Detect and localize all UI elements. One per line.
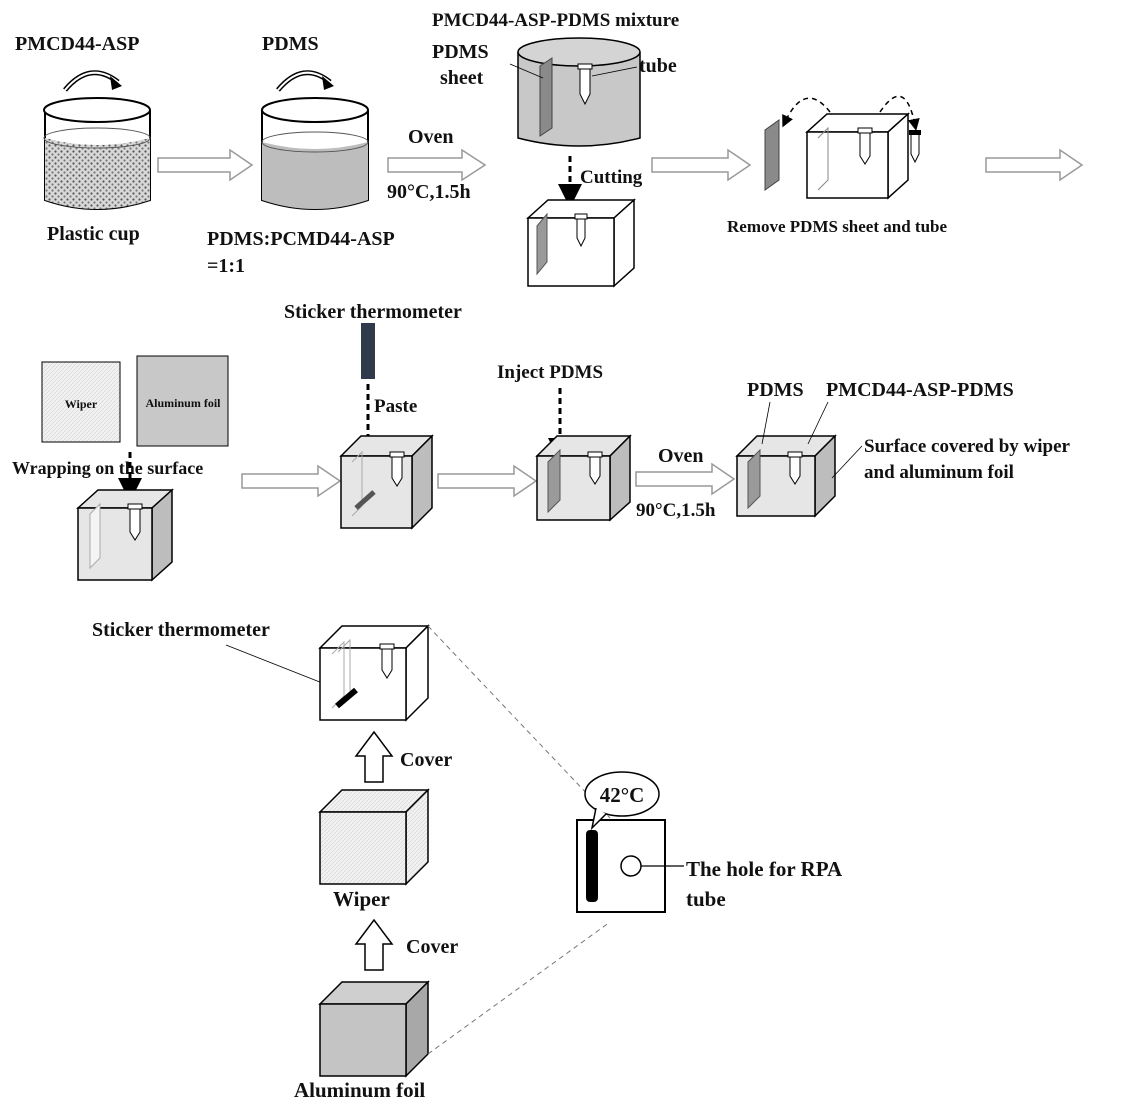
removed-tube (909, 130, 921, 164)
final-pdms-label: PDMS (747, 379, 804, 401)
wiper-cube (318, 788, 430, 886)
removed-sheet (764, 119, 780, 191)
oven2-condition: 90°C,1.5h (636, 500, 716, 521)
oven2-label: Oven (658, 445, 704, 467)
leader-line (831, 445, 863, 479)
zoom-line (427, 625, 611, 819)
inject-label: Inject PDMS (497, 362, 603, 383)
aluminum-foil-square-label: Aluminum foil (145, 396, 221, 410)
oven-label: Oven (408, 126, 454, 148)
plastic-cup-pdms (261, 97, 369, 210)
hole-label-line1: The hole for RPA (686, 857, 843, 881)
leader-line (591, 66, 638, 77)
pour-arrow-icon (276, 70, 334, 92)
hollow-arrow-right-icon (157, 148, 254, 182)
cup2-reagent: PDMS (262, 33, 319, 55)
leader-line (761, 401, 771, 445)
sticker-thermometer-label: Sticker thermometer (284, 301, 462, 323)
cover1-label: Cover (400, 749, 452, 771)
hollow-arrow-right-icon (635, 462, 736, 496)
remove-label: Remove PDMS sheet and tube (727, 217, 947, 236)
cube-after-removal (805, 112, 910, 200)
paste-label: Paste (374, 396, 417, 417)
mixture-cylinder (517, 37, 641, 147)
sticker-thermometer-strip (361, 323, 375, 379)
cube-top-assembled (318, 624, 430, 722)
plastic-cup-dots (43, 97, 151, 210)
dashed-curve-arrow (782, 97, 831, 128)
wrapping-label: Wrapping on the surface (12, 458, 203, 478)
wiper-cube-label: Wiper (333, 887, 390, 911)
zoom-line (427, 921, 611, 1055)
hollow-arrow-up-icon (354, 918, 394, 971)
pdms-sheet-line1: PDMS (432, 41, 489, 63)
rpa-hole (620, 855, 642, 877)
leader-line (509, 63, 544, 79)
tube-label: tube (639, 55, 677, 77)
cutting-label: Cutting (580, 167, 643, 188)
temperature-label: 42°C (600, 783, 645, 807)
ratio-line2: =1:1 (207, 255, 245, 277)
final-cube (735, 434, 837, 518)
cube-wrapped (76, 488, 174, 582)
pour-arrow-icon (63, 70, 122, 92)
hollow-arrow-right-icon (387, 148, 487, 182)
wiper-square (41, 361, 121, 443)
panel-thermometer-strip (586, 830, 598, 902)
dashed-curve-arrow (879, 95, 920, 131)
pdms-sheet-line2: sheet (440, 67, 484, 89)
aluminum-foil-cube (318, 980, 430, 1078)
row3-sticker-label: Sticker thermometer (92, 619, 270, 641)
aluminum-foil-square (136, 355, 229, 447)
hollow-arrow-right-icon (985, 148, 1084, 182)
cut-cube (526, 198, 636, 288)
temperature-bubble (584, 771, 660, 831)
wiper-square-label: Wiper (65, 397, 98, 411)
surface-label-line1: Surface covered by wiper (864, 436, 1071, 457)
cup1-label: Plastic cup (47, 223, 140, 245)
hollow-arrow-right-icon (651, 148, 752, 182)
aluminum-foil-cube-label: Aluminum foil (294, 1078, 425, 1102)
ratio-line1: PDMS:PCMD44-ASP (207, 228, 395, 250)
cover2-label: Cover (406, 936, 458, 958)
hole-label-line2: tube (686, 887, 726, 911)
surface-label-line2: and aluminum foil (864, 462, 1014, 483)
cube-injected (535, 434, 632, 522)
cup1-reagent: PMCD44-ASP (15, 33, 139, 55)
hollow-arrow-right-icon (241, 464, 342, 498)
leader-line (807, 401, 829, 445)
hollow-arrow-right-icon (437, 464, 538, 498)
hollow-arrow-up-icon (354, 730, 394, 783)
final-mixture-label: PMCD44-ASP-PDMS (826, 379, 1014, 401)
oven-condition: 90°C,1.5h (387, 181, 471, 203)
cube-with-thermometer (339, 434, 434, 530)
mixture-title: PMCD44-ASP-PDMS mixture (432, 10, 679, 31)
